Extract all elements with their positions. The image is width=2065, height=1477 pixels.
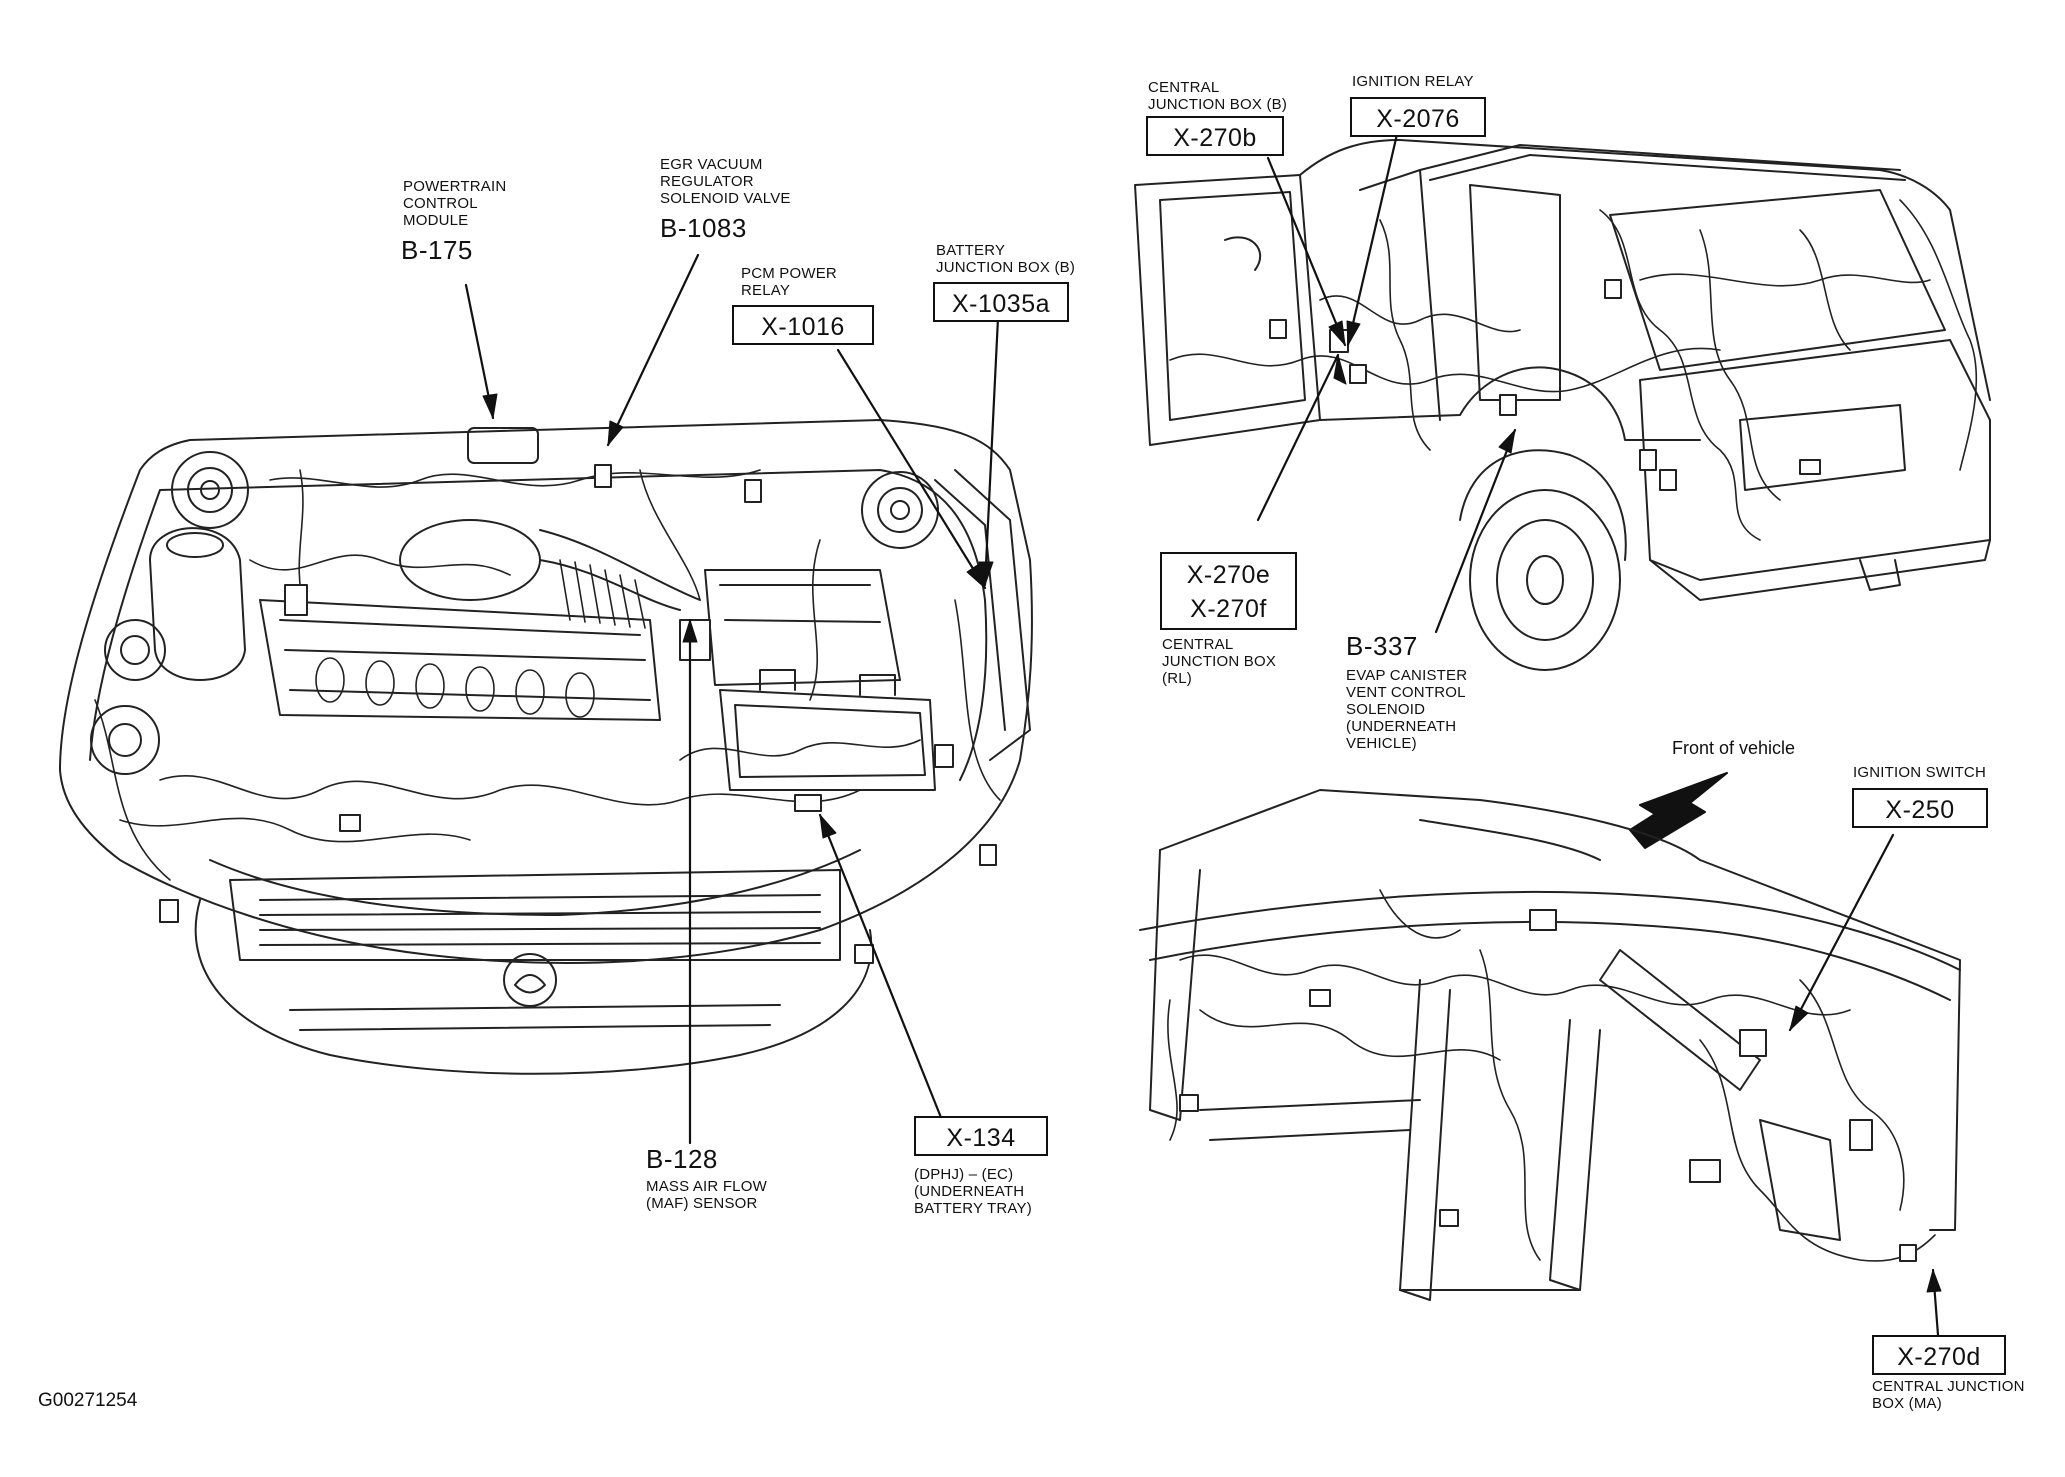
- cjb-b-name: CENTRAL JUNCTION BOX (B): [1148, 79, 1288, 113]
- evap-code: B-337: [1346, 631, 1418, 661]
- ign-switch-code-box: X-250: [1852, 788, 1988, 828]
- maf-name: MASS AIR FLOW (MAF) SENSOR: [646, 1178, 767, 1212]
- figure-id: G00271254: [38, 1390, 138, 1411]
- cjb-ma-name: CENTRAL JUNCTION BOX (MA): [1872, 1378, 2025, 1412]
- dphj-code-box: X-134: [914, 1116, 1048, 1156]
- battery-jb-name: BATTERY JUNCTION BOX (B): [936, 242, 1076, 276]
- front-of-vehicle-note: Front of vehicle: [1672, 738, 1796, 758]
- engine-bay-illustration: [59, 419, 1033, 1075]
- egr-code: B-1083: [660, 213, 747, 243]
- evap-name: EVAP CANISTER VENT CONTROL SOLENOID (UND…: [1346, 667, 1468, 752]
- ign-relay-name: IGNITION RELAY: [1352, 73, 1474, 90]
- pcm-relay-code-box: X-1016: [732, 305, 874, 345]
- ign-switch-name: IGNITION SWITCH: [1853, 764, 1986, 781]
- instrument-panel-illustration: [1139, 772, 1961, 1301]
- cjb-rl-name: CENTRAL JUNCTION BOX (RL): [1162, 636, 1277, 687]
- battery-jb-code-box: X-1035a: [933, 282, 1069, 322]
- cjb-b-code-box: X-270b: [1146, 116, 1284, 156]
- cjb-rl-code-box: X-270e X-270f: [1160, 552, 1297, 630]
- pcm-code: B-175: [401, 235, 473, 265]
- leader-arrowheads: [482, 320, 1942, 1293]
- dphj-name: (DPHJ) – (EC) (UNDERNEATH BATTERY TRAY): [914, 1166, 1032, 1217]
- ign-relay-code-box: X-2076: [1350, 97, 1486, 137]
- maf-code: B-128: [646, 1144, 718, 1174]
- cjb-ma-code-box: X-270d: [1872, 1335, 2006, 1375]
- pcm-relay-name: PCM POWER RELAY: [741, 265, 837, 299]
- egr-name: EGR VACUUM REGULATOR SOLENOID VALVE: [660, 156, 791, 207]
- pcm-name: POWERTRAIN CONTROL MODULE: [403, 178, 507, 229]
- leader-lines: [464, 128, 1940, 1337]
